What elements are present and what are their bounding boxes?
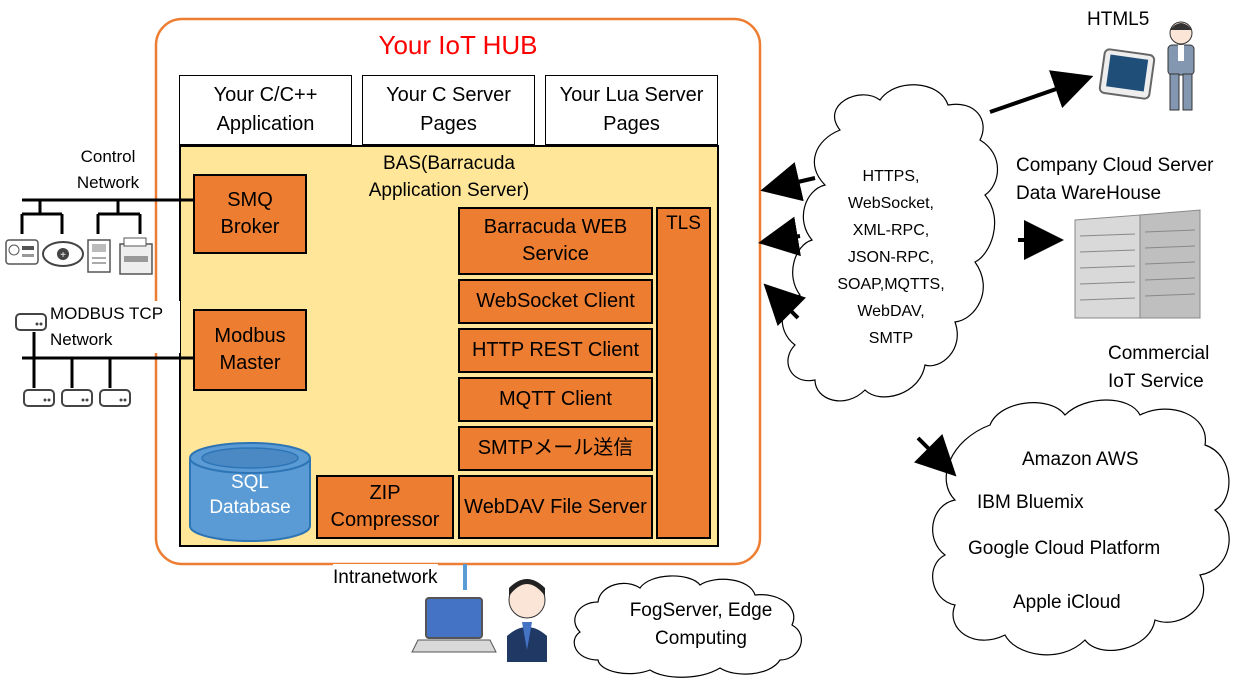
arrow-to-hub-2 bbox=[758, 216, 801, 257]
control-network-lines bbox=[20, 198, 195, 234]
protocol-item: HTTPS, bbox=[862, 168, 920, 185]
service-label: Barracuda WEB Service bbox=[483, 216, 628, 265]
zip-compressor-box: ZIP Compressor bbox=[316, 475, 454, 539]
iot-hub-title: Your IoT HUB bbox=[378, 30, 538, 60]
service-ibm-bluemix: IBM Bluemix bbox=[977, 492, 1084, 513]
sql-database-icon bbox=[189, 442, 311, 542]
service-amazon-aws: Amazon AWS bbox=[1022, 449, 1139, 470]
arrow-to-hub-3 bbox=[763, 283, 806, 326]
protocol-item: WebSocket, bbox=[848, 195, 934, 212]
app-csp-box: Your C Server Pages bbox=[362, 75, 535, 145]
app-lsp-box: Your Lua Server Pages bbox=[545, 75, 718, 145]
html5-label: HTML5 bbox=[1087, 9, 1150, 30]
service-apple-icloud: Apple iCloud bbox=[1013, 592, 1121, 613]
commercial-iot-cloud bbox=[932, 399, 1230, 656]
protocol-item: SOAP,MQTTS, bbox=[837, 276, 945, 293]
tls-box: TLS bbox=[656, 207, 711, 539]
modbus-network-label: MODBUS TCP Network bbox=[50, 301, 180, 353]
commercial-iot-label: Commercial IoT Service bbox=[1108, 343, 1210, 392]
modbus-master-box: Modbus Master bbox=[193, 309, 307, 391]
fog-cloud bbox=[573, 575, 802, 678]
company-cloud-label: Company Cloud Server Data WareHouse bbox=[1016, 155, 1214, 204]
service-box-barracuda-web: Barracuda WEB Service bbox=[458, 207, 653, 275]
smq-broker-label: SMQ Broker bbox=[220, 189, 280, 238]
modbus-device-leds bbox=[35, 322, 127, 402]
laptop-icon bbox=[411, 597, 497, 653]
person-icon bbox=[1167, 21, 1195, 111]
sql-database-label: SQL Database bbox=[209, 472, 291, 518]
app-lsp-label: Your Lua Server Pages bbox=[559, 84, 704, 135]
service-label: WebDAV File Server bbox=[464, 495, 647, 518]
service-label: WebSocket Client bbox=[476, 290, 635, 312]
service-box-mqtt: MQTT Client bbox=[458, 377, 653, 422]
protocol-item: WebDAV, bbox=[857, 303, 925, 320]
arrow-to-hub-1 bbox=[760, 162, 816, 202]
app-cpp-box: Your C/C++ Application bbox=[179, 75, 352, 145]
zip-compressor-label: ZIP Compressor bbox=[330, 482, 440, 531]
protocols-list: HTTPS, WebSocket, XML-RPC, JSON-RPC, SOA… bbox=[826, 163, 956, 352]
bas-title: BAS(Barracuda Application Server) bbox=[368, 153, 530, 201]
modbus-master-label: Modbus Master bbox=[214, 325, 286, 374]
smq-broker-box: SMQ Broker bbox=[193, 174, 307, 254]
app-csp-label: Your C Server Pages bbox=[386, 84, 511, 135]
modbus-device-icon bbox=[15, 313, 131, 407]
controller-device-icon bbox=[87, 239, 111, 273]
tls-label: TLS bbox=[666, 213, 701, 234]
protocol-item: JSON-RPC, bbox=[847, 249, 935, 266]
service-label: HTTP REST Client bbox=[471, 339, 640, 361]
intranetwork-label: Intranetwork bbox=[333, 564, 438, 592]
protocol-item: SMTP bbox=[868, 330, 914, 347]
server-rack-icon bbox=[1074, 209, 1201, 319]
arrow-to-commercial bbox=[914, 434, 957, 477]
app-cpp-label: Your C/C++ Application bbox=[213, 84, 318, 135]
service-box-smtp: SMTPメール送信 bbox=[458, 426, 653, 471]
fog-server-label: FogServer, Edge Computing bbox=[629, 600, 773, 649]
svg-text:+: + bbox=[60, 250, 66, 261]
control-network-label: Control Network bbox=[76, 147, 140, 192]
service-box-websocket: WebSocket Client bbox=[458, 279, 653, 324]
printer-device-icon bbox=[119, 237, 153, 275]
protocol-item: XML-RPC, bbox=[852, 222, 930, 239]
connection-arrows bbox=[758, 70, 1094, 477]
service-label: MQTT Client bbox=[499, 388, 612, 410]
modbus-network-lines bbox=[22, 332, 195, 388]
service-box-webdav: WebDAV File Server bbox=[458, 475, 653, 539]
camera-device-icon: + bbox=[42, 241, 84, 267]
thermometer-device-icon bbox=[5, 239, 39, 265]
user-icon bbox=[507, 579, 547, 662]
service-label: SMTPメール送信 bbox=[477, 437, 634, 459]
service-google-cloud: Google Cloud Platform bbox=[968, 538, 1161, 559]
service-box-http-rest: HTTP REST Client bbox=[458, 328, 653, 373]
tablet-icon bbox=[1098, 48, 1156, 100]
arrow-to-html5 bbox=[989, 70, 1094, 114]
